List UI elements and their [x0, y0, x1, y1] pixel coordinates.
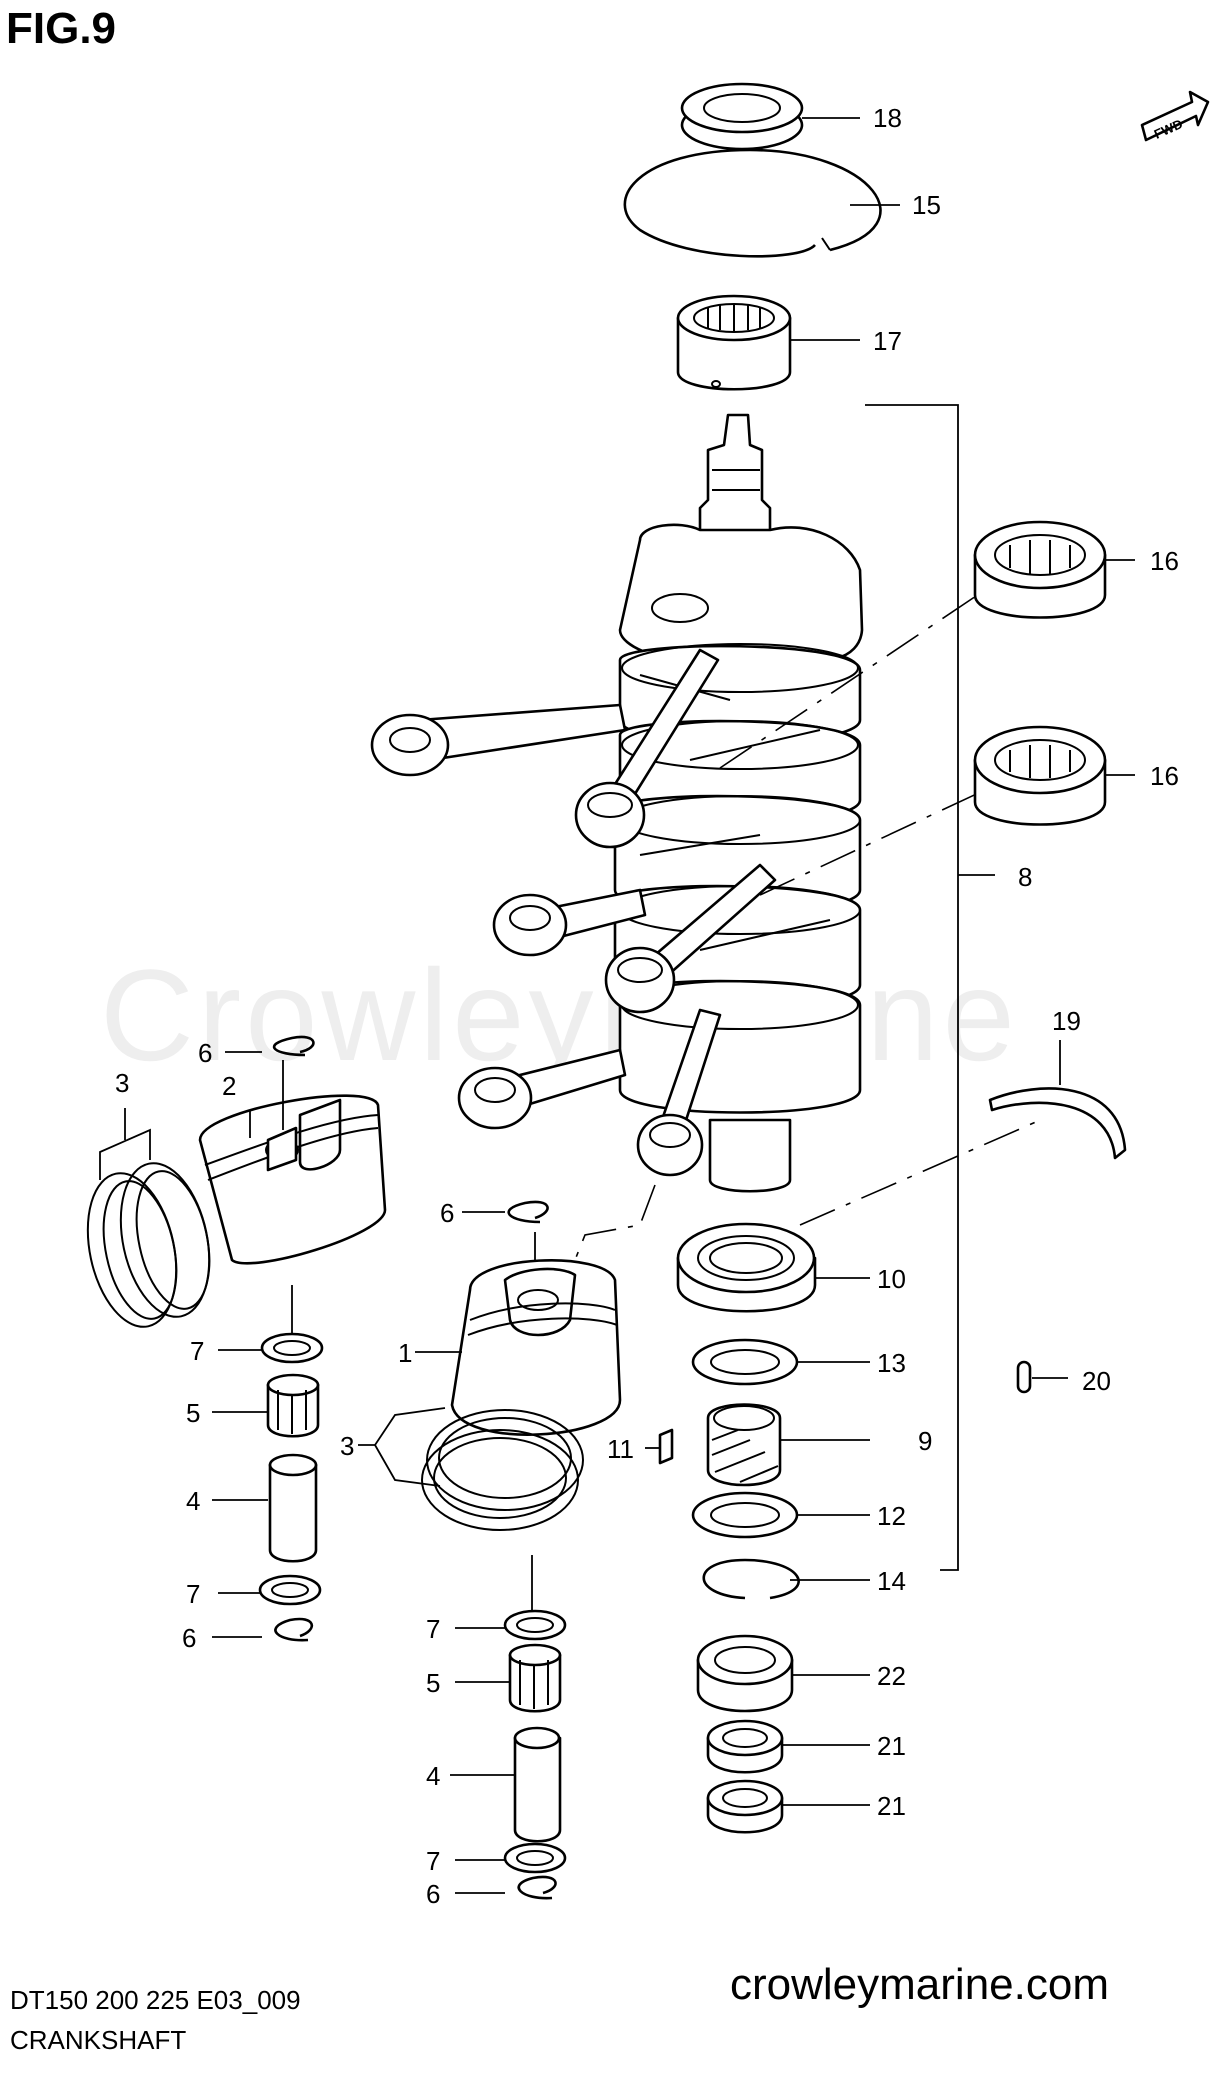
- callout-8-bracket: [865, 404, 959, 1571]
- callout-8: 8: [1018, 862, 1032, 892]
- fwd-arrow-icon: FWD: [1140, 90, 1210, 142]
- part-15-snap-ring: [623, 148, 900, 258]
- part-13-washer: [691, 1338, 870, 1386]
- callout-4-b: 4: [426, 1761, 440, 1791]
- part-7-washer-d: [455, 1842, 567, 1874]
- callout-20: 20: [1082, 1366, 1111, 1396]
- callout-1: 1: [398, 1338, 412, 1368]
- part-6-circlip-b: [212, 1617, 313, 1642]
- callout-3-a: 3: [115, 1068, 129, 1098]
- part-14-circlip: [702, 1558, 870, 1600]
- part-9-gear: [706, 1403, 870, 1487]
- part-3-piston-rings-center: [358, 1407, 584, 1610]
- part-22-oil-seal: [696, 1634, 870, 1713]
- part-7-washer-b: [218, 1574, 322, 1606]
- callout-16-b: 16: [1150, 761, 1179, 791]
- part-12-washer: [691, 1491, 870, 1539]
- callout-11: 11: [607, 1434, 634, 1464]
- part-18-oil-seal: [680, 82, 860, 151]
- part-6-circlip-a: [225, 1035, 315, 1057]
- part-1-piston-center: [415, 1259, 622, 1436]
- part-8-crankshaft-assembly: [370, 413, 864, 1193]
- callout-15: 15: [912, 190, 941, 220]
- callout-13: 13: [877, 1348, 906, 1378]
- callout-7-b: 7: [186, 1579, 200, 1609]
- part-7-washer-c: [455, 1609, 567, 1641]
- callout-21-b: 21: [877, 1791, 906, 1821]
- part-7-washer-a: [218, 1285, 324, 1364]
- watermark: CrowleyMarine: [100, 942, 1019, 1088]
- part-4-piston-pin-b: [450, 1726, 562, 1843]
- callout-9: 9: [918, 1426, 932, 1456]
- part-16-split-bearing-upper: [973, 520, 1135, 619]
- callout-19: 19: [1052, 1006, 1081, 1036]
- part-6-circlip-d: [455, 1875, 557, 1900]
- callout-10: 10: [877, 1264, 906, 1294]
- callout-7-a: 7: [190, 1336, 204, 1366]
- callout-5-b: 5: [426, 1668, 440, 1698]
- callout-17: 17: [873, 326, 902, 356]
- part-21-oil-seal-lower: [706, 1779, 870, 1834]
- callout-labels: 18 15 17 16 16 8 19 10 13 20 11 9 12 14 …: [115, 103, 1179, 1909]
- part-10-ball-bearing: [676, 1222, 870, 1313]
- figure-title: FIG.9: [6, 4, 117, 53]
- callout-14: 14: [877, 1566, 906, 1596]
- part-20-dowel-pin: [1016, 1360, 1068, 1394]
- site-url: crowleymarine.com: [730, 1960, 1109, 2009]
- part-5-needle-bearing-a: [212, 1373, 320, 1438]
- callout-2: 2: [222, 1071, 236, 1101]
- callout-21-a: 21: [877, 1731, 906, 1761]
- part-11-key: [645, 1428, 674, 1465]
- callout-3-b: 3: [340, 1431, 354, 1461]
- callout-7-c: 7: [426, 1614, 440, 1644]
- part-name: CRANKSHAFT: [10, 2025, 187, 2055]
- callout-7-d: 7: [426, 1846, 440, 1876]
- reference-code: DT150 200 225 E03_009: [10, 1985, 301, 2015]
- callout-6-c: 6: [440, 1198, 454, 1228]
- callout-12: 12: [877, 1501, 906, 1531]
- part-4-piston-pin-a: [212, 1453, 318, 1563]
- callout-4-a: 4: [186, 1486, 200, 1516]
- callout-6-a: 6: [198, 1038, 212, 1068]
- part-19-thrust-ring: [988, 1040, 1127, 1160]
- part-5-needle-bearing-b: [455, 1643, 562, 1713]
- callout-6-d: 6: [426, 1879, 440, 1909]
- part-2-piston-left: [198, 1094, 387, 1265]
- part-21-oil-seal-upper: [706, 1719, 870, 1774]
- part-3-piston-rings-left: [86, 1108, 211, 1328]
- callout-22: 22: [877, 1661, 906, 1691]
- part-16-split-bearing-lower: [973, 725, 1135, 826]
- callout-16-a: 16: [1150, 546, 1179, 576]
- part-17-needle-bearing: [676, 294, 860, 391]
- callout-18: 18: [873, 103, 902, 133]
- callout-5-a: 5: [186, 1398, 200, 1428]
- callout-6-b: 6: [182, 1623, 196, 1653]
